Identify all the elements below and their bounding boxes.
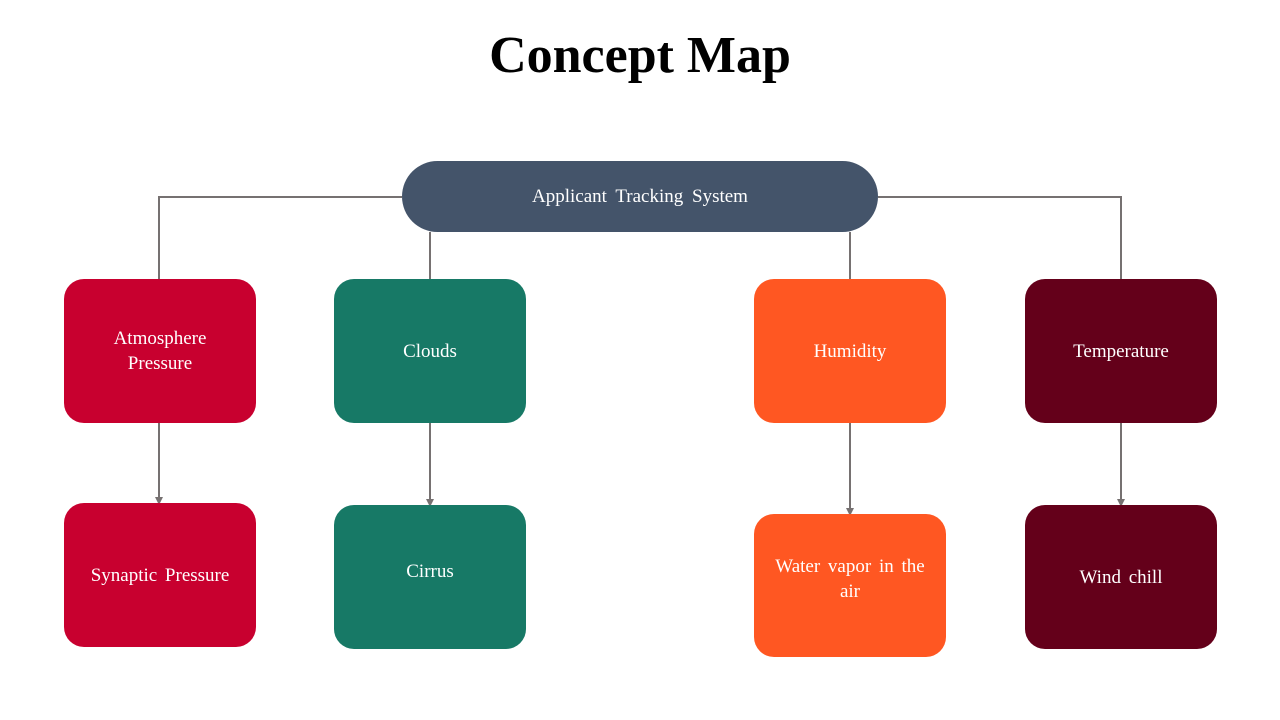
node-temperature-label: Temperature xyxy=(1073,340,1169,362)
node-water-vapor[interactable]: Water vapor in the air xyxy=(754,514,946,657)
node-cirrus-label: Cirrus xyxy=(406,560,454,582)
node-humidity-label: Humidity xyxy=(813,340,887,362)
connector-root-atmosphere xyxy=(158,196,402,279)
page-title: Concept Map xyxy=(489,27,791,84)
node-wind-chill[interactable]: Wind chill xyxy=(1025,505,1217,649)
node-temperature[interactable]: Temperature xyxy=(1025,279,1217,423)
root-node-label: Applicant Tracking System xyxy=(532,185,748,207)
root-node[interactable]: Applicant Tracking System xyxy=(402,161,878,232)
node-synaptic-pressure[interactable]: Synaptic Pressure xyxy=(64,503,256,647)
connector-root-temperature xyxy=(878,196,1122,279)
node-clouds[interactable]: Clouds xyxy=(334,279,526,423)
node-atmosphere-pressure-label: Atmosphere Pressure xyxy=(113,328,207,374)
node-synaptic-pressure-label: Synaptic Pressure xyxy=(90,564,230,586)
node-water-vapor-label: Water vapor in the air xyxy=(775,556,925,602)
node-clouds-label: Clouds xyxy=(403,340,457,362)
node-atmosphere-pressure[interactable]: Atmosphere Pressure xyxy=(64,279,256,423)
node-humidity[interactable]: Humidity xyxy=(754,279,946,423)
node-wind-chill-label: Wind chill xyxy=(1079,566,1163,588)
node-cirrus[interactable]: Cirrus xyxy=(334,505,526,649)
